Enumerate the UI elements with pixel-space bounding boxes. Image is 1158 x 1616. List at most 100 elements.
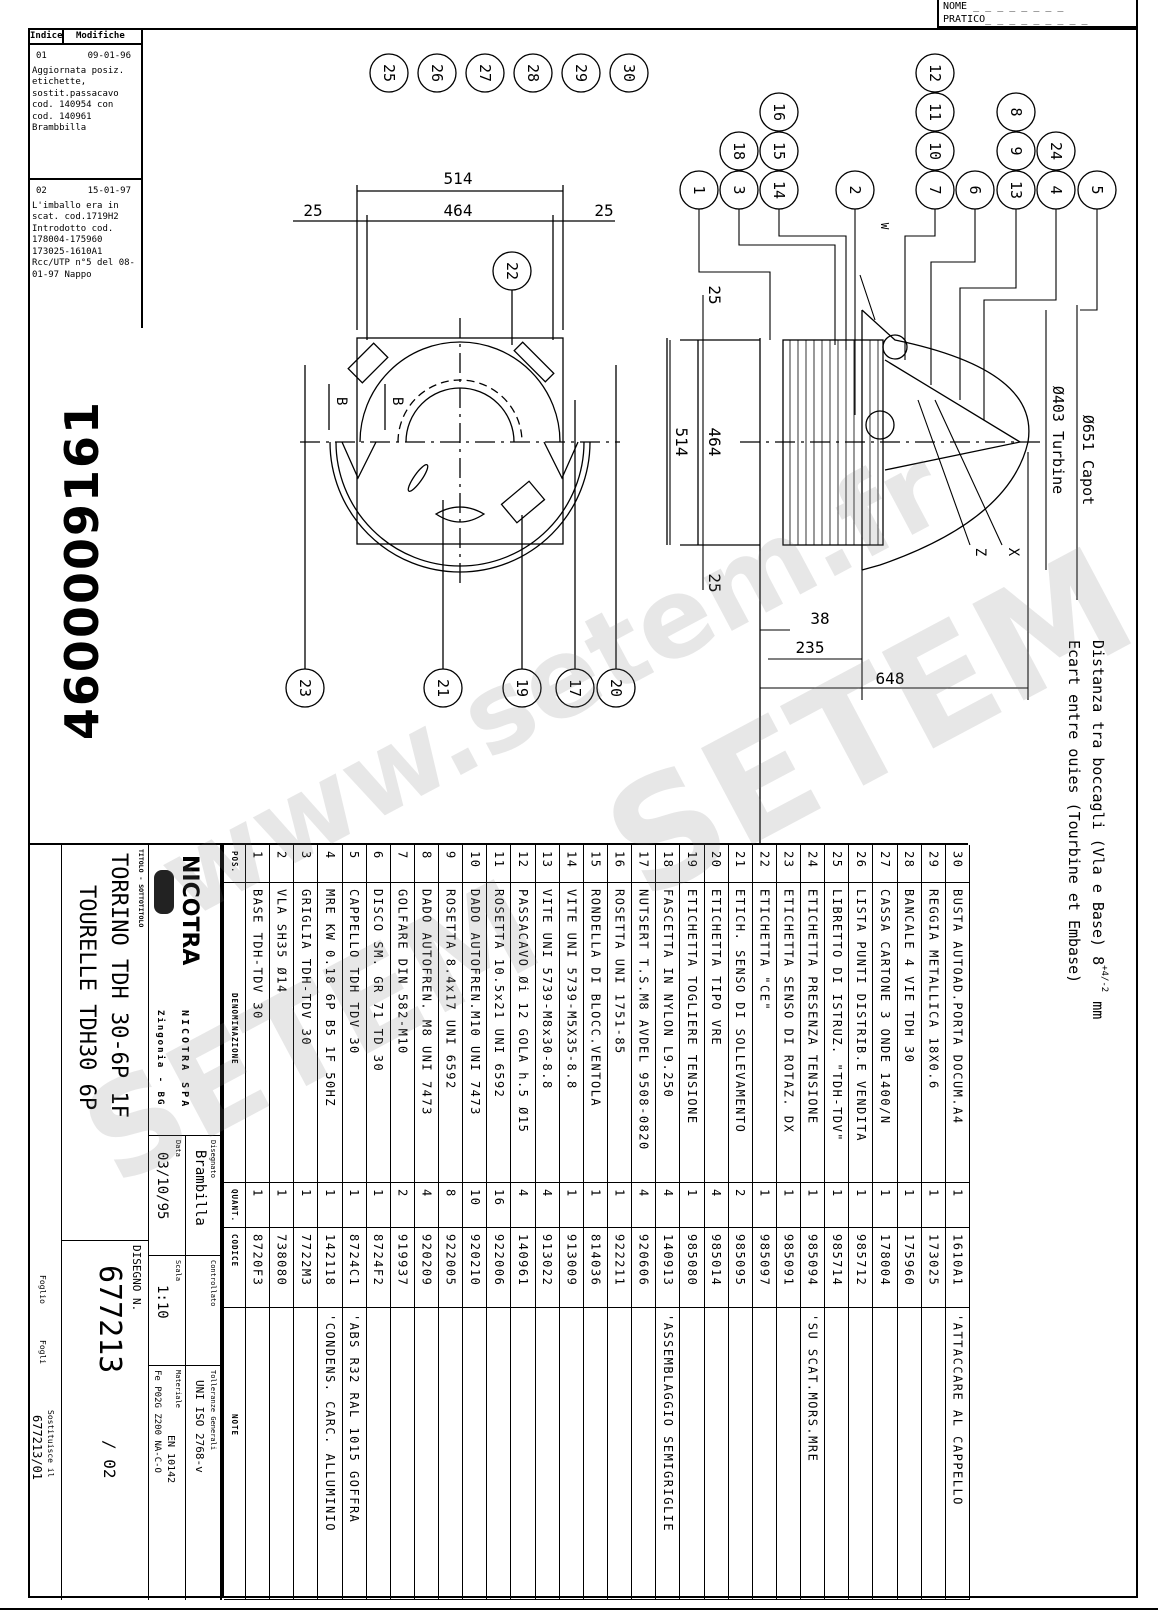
balloon-8: 8 — [1007, 107, 1025, 116]
bom-name-value: ETICHETTA "CE" — [757, 889, 772, 1012]
bom-cell-code: 140913 — [656, 1228, 680, 1308]
balloon-4: 4 — [1047, 185, 1065, 194]
drawing-number-column: Foglio Fogli Sostituisce il 677213/01 — [28, 845, 62, 1600]
balloon-5: 5 — [1088, 185, 1106, 194]
bom-qty-value: 1 — [274, 1189, 289, 1198]
bom-cell-pos: 5 — [342, 845, 366, 883]
bom-cell-code: 922211 — [608, 1228, 632, 1308]
bom-code-value: 985091 — [781, 1234, 796, 1287]
bom-name-value: LIBRETTO DI ISTRUZ. "TDH-TDV" — [829, 889, 844, 1143]
bom-pos-value: 2 — [274, 851, 289, 860]
balloon-20: 20 — [607, 679, 625, 697]
bom-cell-name: DADO AUTOFREN. M8 UNI 7473 — [414, 883, 439, 1183]
bom-code-value: 142118 — [322, 1234, 337, 1287]
technical-drawing: 25 26 27 28 29 30 514 464 25 25 — [285, 53, 1117, 843]
bom-header-code: CODICE — [224, 1228, 245, 1308]
bom-qty-value: 1 — [805, 1189, 820, 1198]
bom-cell-name: LISTA PUNTI DISTRIB.E VENDITA — [849, 883, 873, 1183]
bom-cell-pos: 18 — [656, 845, 680, 883]
bom-qty-value: 1 — [684, 1189, 699, 1198]
balloon-9: 9 — [1007, 146, 1025, 155]
balloon-23: 23 — [296, 679, 314, 697]
bom-cell-pos: 1 — [246, 845, 270, 883]
balloon-3: 3 — [730, 185, 748, 194]
bom-header-note: NOTE — [224, 1308, 245, 1600]
label-x: X — [1005, 548, 1021, 557]
packaging-balloons — [369, 53, 649, 93]
bom-qty-value: 4 — [419, 1189, 434, 1198]
balloon-26: 26 — [428, 64, 446, 82]
bom-cell-code: 919937 — [390, 1228, 414, 1308]
bom-cell-name: DADO AUTOFREN.M10 UNI 7473 — [463, 883, 487, 1183]
balloon-13: 13 — [1007, 181, 1025, 199]
bom-cell-pos: 7 — [390, 845, 414, 883]
balloon-14: 14 — [770, 181, 788, 199]
bom-cell-pos: 25 — [825, 845, 849, 883]
bom-cell-qty: 2 — [390, 1183, 414, 1228]
drawn-by: Brambilla — [192, 1150, 208, 1226]
balloon-22: 22 — [503, 262, 521, 280]
bom-cell-name: BASE TDH-TDV 30 — [246, 883, 270, 1183]
bom-cell-name: ETICHETTA TIPO VRE — [704, 883, 728, 1183]
bom-cell-qty: 1 — [752, 1183, 776, 1228]
bom-qty-value: 2 — [733, 1189, 748, 1198]
bom-cell-code: 985014 — [704, 1228, 728, 1308]
bom-cell-name: ROSETTA 8.4x17 UNI 6592 — [439, 883, 463, 1183]
bom-code-value: 175960 — [902, 1234, 917, 1287]
bom-cell-name: CASSA CARTONE 3 ONDE 1400/N — [873, 883, 897, 1183]
logo-mark — [154, 870, 174, 914]
drawing-number: 677213 — [92, 1265, 127, 1374]
bom-cell-note — [680, 1308, 704, 1600]
bom-name-value: LISTA PUNTI DISTRIB.E VENDITA — [853, 889, 868, 1143]
bom-note-value: 'CONDENS. CARC. ALLUMINIO — [322, 1314, 337, 1533]
date-label: Data — [174, 1140, 182, 1157]
bom-name-value: GRIGLIA TDH-TDV 30 — [298, 889, 313, 1047]
bom-code-value: 985094 — [805, 1234, 820, 1287]
bom-cell-code: 8724C1 — [342, 1228, 366, 1308]
bom-qty-value: 1 — [950, 1189, 965, 1198]
bom-header-label: NOTE — [230, 1414, 239, 1437]
bom-cell-note: 'CONDENS. CARC. ALLUMINIO — [318, 1308, 342, 1600]
bom-cell-name: VLA SH35 Ø14 — [270, 883, 294, 1183]
bom-header-pos: POS. — [224, 845, 245, 883]
bom-cell-pos: 16 — [608, 845, 632, 883]
bom-cell-pos: 8 — [414, 845, 439, 883]
bom-cell-note — [776, 1308, 801, 1600]
balloon-12: 12 — [926, 64, 944, 82]
bom-pos-value: 21 — [733, 851, 748, 869]
balloon-7: 7 — [926, 185, 944, 194]
bom-header-qty: QUANT. — [224, 1183, 245, 1228]
balloon-28: 28 — [524, 64, 542, 82]
bom-cell-qty: 1 — [801, 1183, 825, 1228]
bom-qty-value: 1 — [347, 1189, 362, 1198]
bom-cell-qty: 1 — [318, 1183, 342, 1228]
bom-code-value: 8724F2 — [371, 1234, 386, 1287]
label-w: W — [878, 223, 891, 230]
bom-cell-note — [535, 1308, 559, 1600]
balloon-25: 25 — [380, 64, 398, 82]
bom-cell-code: 985080 — [680, 1228, 704, 1308]
bom-pos-value: 15 — [588, 851, 603, 869]
company-logo: NICOTRA — [177, 855, 202, 966]
top-view-dimensions — [293, 185, 615, 340]
bom-cell-code: 920606 — [632, 1228, 656, 1308]
top-view-balloons — [285, 251, 636, 708]
title-block: Foglio Fogli Sostituisce il 677213/01 TO… — [28, 843, 222, 1600]
bom-cell-name: GRIGLIA TDH-TDV 30 — [294, 883, 318, 1183]
bom-code-value: 919937 — [395, 1234, 410, 1287]
bom-cell-note: 'SU SCAT.MORS.MRE — [801, 1308, 825, 1600]
bom-pos-value: 19 — [684, 851, 699, 869]
balloon-16: 16 — [770, 103, 788, 121]
